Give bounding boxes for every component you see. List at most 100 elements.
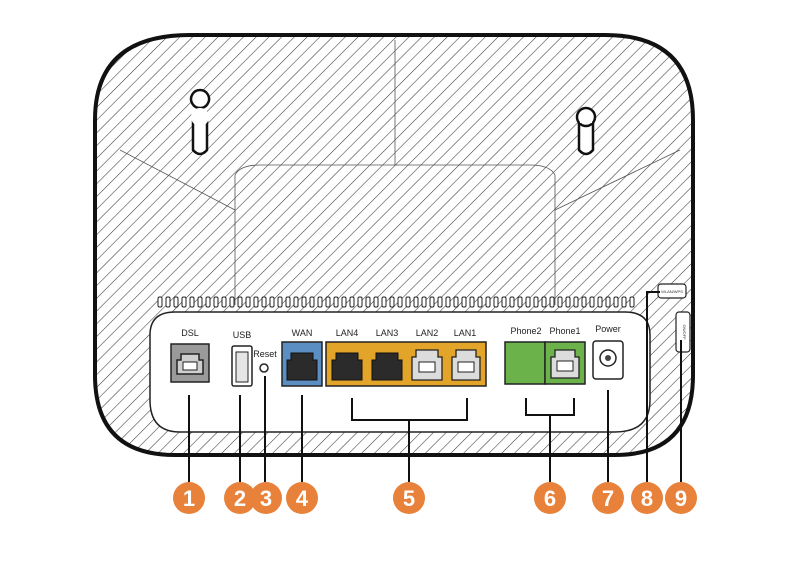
vent-slot xyxy=(301,296,307,308)
power-socket xyxy=(592,340,624,380)
on-off-label: ON/OFF xyxy=(682,324,687,340)
lan3-port xyxy=(371,352,403,381)
vent-slot xyxy=(221,296,227,308)
callout-circle-7 xyxy=(592,482,624,514)
callout-number-7: 7 xyxy=(602,486,614,511)
callout-number-1: 1 xyxy=(183,486,195,511)
lan-ports xyxy=(325,341,487,387)
lan4-port xyxy=(331,352,363,381)
dsl-label: DSL xyxy=(181,328,199,338)
usb-port xyxy=(231,345,253,387)
vent-slot xyxy=(565,296,571,308)
vent-slot xyxy=(197,296,203,308)
vent-slot xyxy=(205,296,211,308)
vent-slot xyxy=(421,296,427,308)
vent-slot xyxy=(621,296,627,308)
vent-slot xyxy=(269,296,275,308)
vent-slot xyxy=(493,296,499,308)
phone2-label: Phone2 xyxy=(510,326,541,336)
wall-mount-hole-right xyxy=(575,106,597,156)
lan3-label: LAN3 xyxy=(376,328,399,338)
power-label: Power xyxy=(595,324,621,334)
vent-slot xyxy=(173,296,179,308)
lan2-label: LAN2 xyxy=(416,328,439,338)
vent-slot xyxy=(533,296,539,308)
callout-circle-6 xyxy=(534,482,566,514)
vent-slot xyxy=(597,296,603,308)
vent-slot xyxy=(165,296,171,308)
vent-slot xyxy=(589,296,595,308)
vent-slot xyxy=(349,296,355,308)
vent-slot xyxy=(317,296,323,308)
vent-slot xyxy=(397,296,403,308)
vent-slot xyxy=(285,296,291,308)
vent-slot xyxy=(261,296,267,308)
vent-slot xyxy=(429,296,435,308)
vent-slot xyxy=(325,296,331,308)
lan4-label: LAN4 xyxy=(336,328,359,338)
callout-circle-8 xyxy=(631,482,663,514)
vent-slot xyxy=(245,296,251,308)
callout-circle-4 xyxy=(286,482,318,514)
vent-slot xyxy=(381,296,387,308)
reset-label: Reset xyxy=(253,349,277,359)
vent-slot xyxy=(605,296,611,308)
vent-slot xyxy=(229,296,235,308)
lan1-label: LAN1 xyxy=(454,328,477,338)
callout-number-6: 6 xyxy=(544,486,556,511)
vent-slot xyxy=(405,296,411,308)
vent-slot xyxy=(525,296,531,308)
vent-slot xyxy=(517,296,523,308)
wall-mount-hole-left xyxy=(189,88,211,156)
callout-circle-9 xyxy=(665,482,697,514)
vent-slot xyxy=(541,296,547,308)
reset-button xyxy=(259,363,269,373)
vent-slot xyxy=(461,296,467,308)
on-off-switch: ON/OFF xyxy=(675,311,691,353)
vent-slot xyxy=(357,296,363,308)
phone1-port xyxy=(550,349,580,379)
callout-number-2: 2 xyxy=(234,486,246,511)
callout-number-8: 8 xyxy=(641,486,653,511)
vent-slot xyxy=(333,296,339,308)
callout-leader-lines xyxy=(188,291,682,482)
vent-slot xyxy=(485,296,491,308)
callout-number-4: 4 xyxy=(296,486,309,511)
vent-slot xyxy=(277,296,283,308)
vent-slot xyxy=(445,296,451,308)
vent-slot xyxy=(557,296,563,308)
callout-number-3: 3 xyxy=(260,486,272,511)
phone-ports xyxy=(504,341,586,385)
vent-slot xyxy=(373,296,379,308)
wan-label: WAN xyxy=(292,328,313,338)
ventilation-slots xyxy=(157,296,635,308)
dsl-port xyxy=(170,343,210,383)
vent-slot xyxy=(181,296,187,308)
vent-slot xyxy=(469,296,475,308)
vent-slot xyxy=(293,296,299,308)
callout-number-5: 5 xyxy=(403,486,415,511)
vent-slot xyxy=(213,296,219,308)
vent-slot xyxy=(413,296,419,308)
vent-slot xyxy=(437,296,443,308)
vent-slot xyxy=(581,296,587,308)
vent-slot xyxy=(309,296,315,308)
vent-slot xyxy=(629,296,635,308)
vent-slot xyxy=(477,296,483,308)
lan2-port xyxy=(411,349,443,381)
usb-label: USB xyxy=(233,330,252,340)
callout-circle-5 xyxy=(393,482,425,514)
callout-circle-1 xyxy=(173,482,205,514)
vent-slot xyxy=(237,296,243,308)
vent-slot xyxy=(365,296,371,308)
phone1-label: Phone1 xyxy=(549,326,580,336)
vent-slot xyxy=(501,296,507,308)
vent-slot xyxy=(341,296,347,308)
vent-slot xyxy=(549,296,555,308)
callout-circle-3 xyxy=(250,482,282,514)
vent-slot xyxy=(157,296,163,308)
wlan-wps-button: WLAN/WPS xyxy=(657,283,687,299)
vent-slot xyxy=(453,296,459,308)
